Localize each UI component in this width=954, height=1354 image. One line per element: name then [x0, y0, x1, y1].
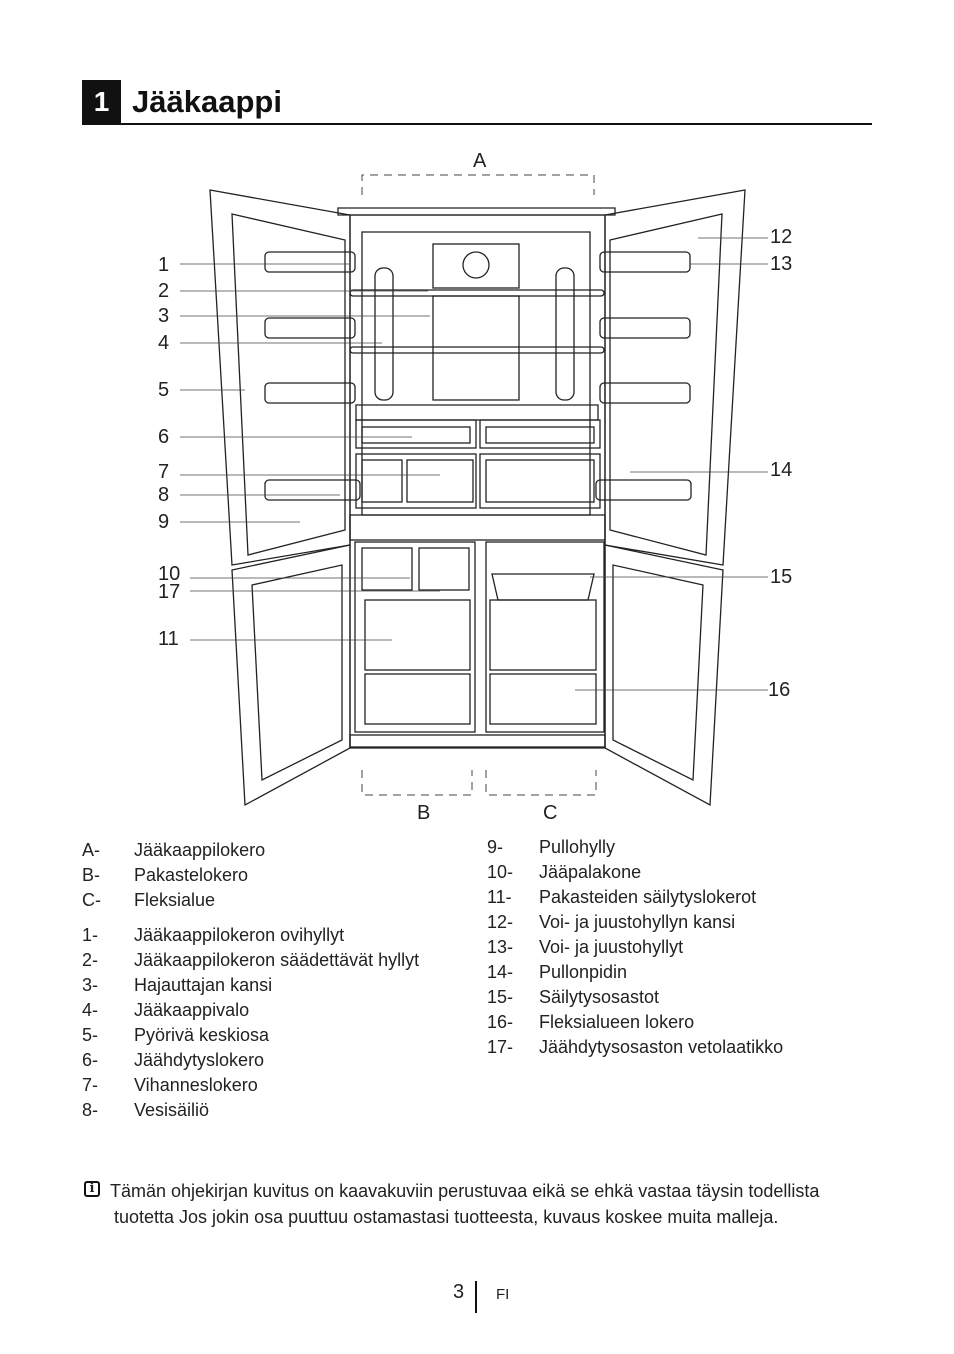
legend-text: Jääkaappilokeron ovihyllyt [134, 925, 345, 945]
legend-row: 17- Jäähdytysosaston vetolaatikko [487, 1035, 783, 1060]
page-number: 3 [453, 1281, 465, 1303]
legend-code: 9- [487, 837, 504, 857]
callout-17: 17 [158, 581, 180, 603]
legend-code: 7- [82, 1075, 99, 1095]
refrigerator-diagram: A B C 1 2 3 4 5 6 7 8 9 10 17 11 12 13 1… [158, 150, 792, 824]
legend-row: 8- Vesisäiliö [82, 1098, 419, 1123]
callout-10: 10 [158, 563, 180, 585]
legend-text: Pullohylly [539, 837, 616, 857]
language-code: FI [496, 1286, 510, 1303]
legend-code: 15- [487, 987, 514, 1007]
legend-right: 9- Pullohylly 10- Jääpalakone 11- Pakasteid… [487, 835, 783, 1060]
legend-code: A- [82, 840, 100, 860]
legend-code: 5- [82, 1025, 99, 1045]
legend-text: Hajauttajan kansi [134, 975, 273, 995]
legend-row: 14- Pullonpidin [487, 960, 783, 985]
legend-row: A- Jääkaappilokero [82, 838, 419, 863]
legend-row: 1- Jääkaappilokeron ovihyllyt [82, 923, 419, 948]
legend-row: 9- Pullohylly [487, 835, 783, 860]
legend-text: Vihanneslokero [134, 1075, 258, 1095]
section-heading: 1 Jääkaappi [82, 80, 872, 125]
legend-row: 3- Hajauttajan kansi [82, 973, 419, 998]
legend-code: 17- [487, 1037, 514, 1057]
legend-spacer [82, 913, 419, 923]
footer-divider [475, 1281, 477, 1313]
legend-row: B- Pakastelokero [82, 863, 419, 888]
info-note: i Tämän ohjekirjan kuvitus on kaavakuvii… [84, 1178, 874, 1230]
legend-text: Pakasteiden säilytyslokerot [539, 887, 757, 907]
note-line-2: tuotetta Jos jokin osa puuttuu ostamasta… [114, 1207, 779, 1227]
legend-row: 11- Pakasteiden säilytyslokerot [487, 885, 783, 910]
legend-code: 4- [82, 1000, 99, 1020]
legend-text: Säilytysosastot [539, 987, 660, 1007]
legend-code: 16- [487, 1012, 514, 1032]
callout-7: 7 [158, 461, 169, 483]
legend-code: 3- [82, 975, 99, 995]
legend-row: 15- Säilytysosastot [487, 985, 783, 1010]
legend-text: Voi- ja juustohyllyt [539, 937, 684, 957]
legend-code: 12- [487, 912, 514, 932]
info-icon: i [84, 1181, 100, 1197]
legend-left: A- Jääkaappilokero B- Pakastelokero C- Flek… [82, 838, 419, 1123]
callout-14: 14 [770, 459, 792, 481]
callout-4: 4 [158, 332, 169, 354]
legend-row: 13- Voi- ja juustohyllyt [487, 935, 783, 960]
callout-8: 8 [158, 484, 169, 506]
legend-text: Fleksialue [134, 890, 216, 910]
section-number: 1 [82, 80, 121, 123]
legend-code: 11- [487, 887, 512, 907]
callout-11: 11 [158, 628, 179, 650]
legend-row: 6- Jäähdytyslokero [82, 1048, 419, 1073]
legend-code: 13- [487, 937, 514, 957]
legend-row: 4- Jääkaappivalo [82, 998, 419, 1023]
callout-15: 15 [770, 566, 792, 588]
legend-text: Vesisäiliö [134, 1100, 210, 1120]
legend-row: 5- Pyörivä keskiosa [82, 1023, 419, 1048]
legend-text: Jääpalakone [539, 862, 642, 882]
legend-code: 8- [82, 1100, 99, 1120]
callout-1: 1 [158, 254, 169, 276]
callout-6: 6 [158, 426, 169, 448]
callout-3: 3 [158, 305, 169, 327]
legend-row: 2- Jääkaappilokeron säädettävät hyllyt [82, 948, 419, 973]
callout-2: 2 [158, 280, 169, 302]
legend-row: 16- Fleksialueen lokero [487, 1010, 783, 1035]
legend-row: 10- Jääpalakone [487, 860, 783, 885]
callout-16: 16 [768, 679, 790, 701]
legend-code: 14- [487, 962, 514, 982]
legend-text: Fleksialueen lokero [539, 1012, 695, 1032]
legend-text: Jäähdytyslokero [134, 1050, 265, 1070]
legend-row: 12- Voi- ja juustohyllyn kansi [487, 910, 783, 935]
legend-code: B- [82, 865, 100, 885]
legend-row: 7- Vihanneslokero [82, 1073, 419, 1098]
legend-text: Pullonpidin [539, 962, 628, 982]
callout-9: 9 [158, 511, 169, 533]
zone-label-c: C [543, 802, 557, 824]
legend-code: 10- [487, 862, 514, 882]
zone-label-b: B [417, 802, 430, 824]
legend-text: Jääkaappilokeron säädettävät hyllyt [134, 950, 420, 970]
legend-text: Jääkaappivalo [134, 1000, 250, 1020]
callout-5: 5 [158, 379, 169, 401]
legend-code: 2- [82, 950, 99, 970]
legend-code: C- [82, 890, 101, 910]
legend-text: Jääkaappilokero [134, 840, 266, 860]
legend-text: Voi- ja juustohyllyn kansi [539, 912, 736, 932]
legend-code: 1- [82, 925, 99, 945]
legend-text: Pyörivä keskiosa [134, 1025, 270, 1045]
callout-13: 13 [770, 253, 792, 275]
legend-code: 6- [82, 1050, 99, 1070]
legend-row: C- Fleksialue [82, 888, 419, 913]
legend-text: Jäähdytysosaston vetolaatikko [539, 1037, 784, 1057]
section-title: Jääkaappi [132, 84, 282, 119]
legend-text: Pakastelokero [134, 865, 249, 885]
zone-label-a: A [473, 150, 487, 172]
callout-12: 12 [770, 226, 792, 248]
note-line-1: Tämän ohjekirjan kuvitus on kaavakuviin … [110, 1181, 820, 1201]
